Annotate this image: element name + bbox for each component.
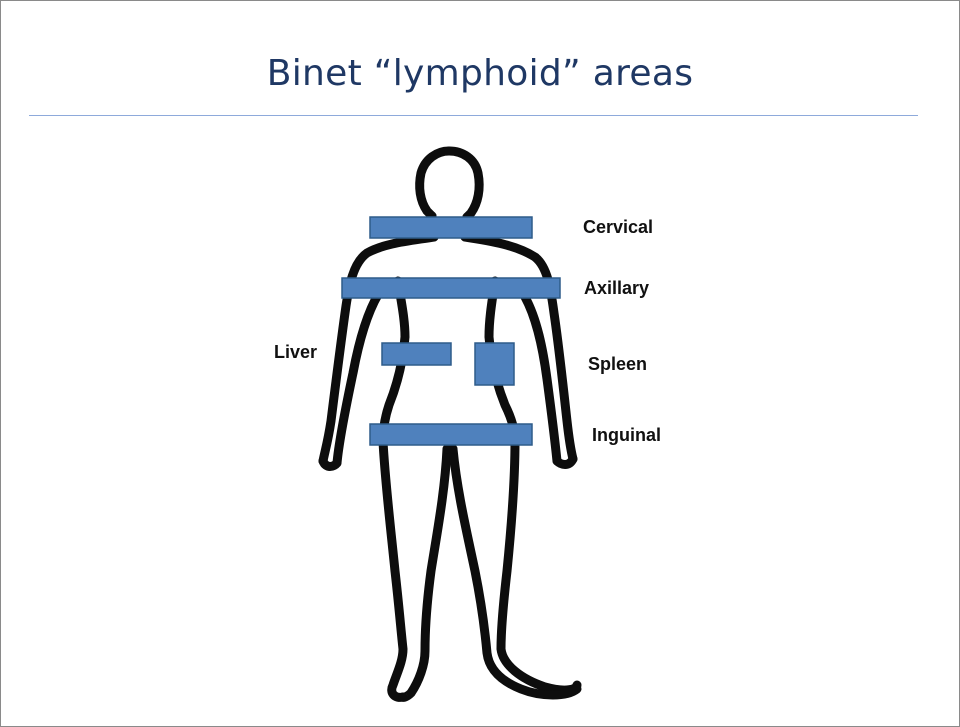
inguinal-label: Inguinal [592,425,661,445]
crotch [447,446,453,449]
axillary-label: Axillary [584,278,649,298]
right-hand [557,459,573,465]
cervical-marker [370,217,532,238]
left-leg-outer [383,441,403,697]
liver-marker [382,343,451,365]
left-hand [323,461,337,467]
right-leg-outer [501,441,577,690]
head-outline-right [449,151,479,217]
spleen-marker [475,343,514,385]
head-outline [420,151,449,216]
liver-label: Liver [274,342,317,362]
axillary-marker [342,278,560,298]
inguinal-marker [370,424,532,445]
spleen-label: Spleen [588,354,647,374]
cervical-label: Cervical [583,217,653,237]
left-leg-inner [403,449,447,697]
